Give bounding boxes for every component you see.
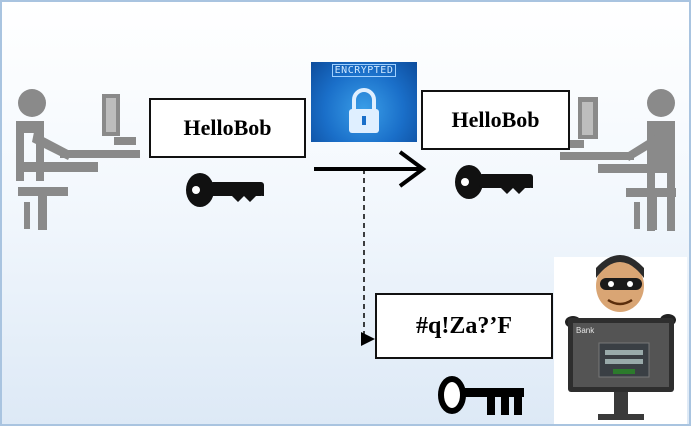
receiver-message-box: HelloBob: [421, 90, 570, 150]
interception-arrow: [361, 169, 375, 346]
encrypted-panel: ENCRYPTED: [311, 62, 417, 142]
sender-key-icon: [186, 173, 264, 207]
receiver-key-icon: [455, 165, 533, 199]
sender-message-box: HelloBob: [149, 98, 306, 158]
sender-message-text: HelloBob: [183, 115, 272, 140]
attacker-key-icon: [438, 376, 524, 415]
monitor-bank-label: Bank: [576, 326, 595, 335]
padlock-icon: [349, 88, 379, 133]
intercepted-message-box: #q!Za?’F: [375, 293, 553, 359]
sender-computer-icon: [60, 94, 140, 158]
encrypted-label: ENCRYPTED: [311, 64, 417, 77]
receiver-computer-icon: [560, 97, 634, 160]
intercepted-message-text: #q!Za?’F: [416, 312, 512, 339]
sender-person-icon: [16, 89, 98, 230]
receiver-person-icon: [598, 89, 676, 231]
transmission-arrow: [314, 150, 427, 188]
receiver-message-text: HelloBob: [451, 107, 540, 132]
attacker-thief-icon: [554, 255, 687, 424]
